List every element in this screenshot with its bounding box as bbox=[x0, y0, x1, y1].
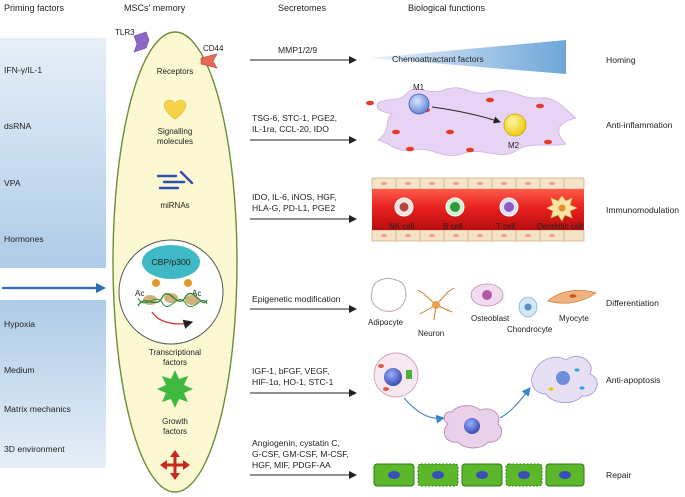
function-anti-inflammation: Anti-inflammation bbox=[606, 120, 673, 130]
header-priming: Priming factors bbox=[4, 3, 65, 13]
endothelial-cells bbox=[395, 178, 565, 241]
priming-factor: dsRNA bbox=[4, 121, 31, 131]
priming-band-bottom bbox=[0, 300, 106, 468]
transcription-arrow-icon bbox=[151, 311, 194, 329]
function-immunomodulation: Immunomodulation bbox=[606, 205, 679, 215]
tlr3-label: TLR3 bbox=[115, 28, 135, 37]
homing-panel: Chemoattractant factors bbox=[370, 40, 566, 74]
adipocyte-label: Adipocyte bbox=[368, 318, 404, 327]
receptors-label: Receptors bbox=[157, 67, 193, 76]
acetyl-label: Ac bbox=[135, 289, 144, 298]
growth-factors-label-2: factors bbox=[163, 427, 187, 436]
secretome-immunomodulation: IDO, IL-6, iNOS, HGF, bbox=[252, 192, 337, 202]
differentiation-panel: Adipocyte Neuron Osteoblast Chondrocyte … bbox=[368, 278, 597, 338]
priming-factor: Hypoxia bbox=[4, 319, 35, 329]
chemoattractant-gradient bbox=[370, 40, 566, 74]
priming-factor: Matrix mechanics bbox=[4, 404, 71, 414]
cd44-receptor-icon bbox=[200, 53, 218, 69]
priming-factor: VPA bbox=[4, 178, 21, 188]
mirnas-label: miRNAs bbox=[160, 201, 189, 210]
signalling-label-2: molecules bbox=[157, 137, 193, 146]
header-memory: MSCs' memory bbox=[124, 3, 186, 13]
transcriptional-label-2: factors bbox=[163, 358, 187, 367]
four-way-arrow-icon bbox=[160, 450, 190, 480]
myocyte-label: Myocyte bbox=[559, 314, 589, 323]
m2-label: M2 bbox=[508, 141, 520, 150]
secretome-homing: MMP1/2/9 bbox=[278, 45, 317, 55]
priming-arrow-head-icon bbox=[96, 283, 106, 293]
priming-factor: 3D environment bbox=[4, 444, 65, 454]
secretome-repair: Angiogenin, cystatin C, bbox=[252, 438, 340, 448]
function-homing: Homing bbox=[606, 55, 636, 65]
secretome-anti-inflammation: TSG-6, STC-1, PGE2, bbox=[252, 113, 337, 123]
neuron-label: Neuron bbox=[418, 329, 444, 338]
secretome-immunomodulation-2: HLA-G, PD-L1, PGE2 bbox=[252, 203, 335, 213]
chemoattractant-label: Chemoattractant factors bbox=[392, 54, 484, 64]
transcriptional-label: Transcriptional bbox=[149, 348, 201, 357]
growth-factors-label: Growth bbox=[162, 417, 188, 426]
secretome-differentiation: Epigenetic modification bbox=[252, 294, 341, 304]
rescue-arrow-icon bbox=[403, 397, 446, 424]
repair-nuclei bbox=[388, 471, 571, 479]
cbp-p300-label: CBP/p300 bbox=[151, 257, 190, 267]
immune-cells bbox=[394, 195, 578, 222]
osteoblast-label: Osteoblast bbox=[471, 314, 510, 323]
secretome-repair-3: HGF, MIF, PDGF-AA bbox=[252, 460, 331, 470]
cbp-p300-complex bbox=[142, 245, 200, 279]
b-cell-label: B cell bbox=[443, 222, 463, 231]
chromatin-icon bbox=[137, 293, 208, 308]
tlr3-receptor-icon bbox=[133, 31, 150, 53]
anti-apoptosis-panel bbox=[373, 352, 598, 449]
repair-panel bbox=[373, 463, 585, 487]
priming-factor: Medium bbox=[4, 365, 35, 375]
header-secretomes: Secretomes bbox=[278, 3, 327, 13]
m2-macrophage bbox=[503, 113, 527, 137]
inflamed-tissue bbox=[376, 87, 577, 156]
priming-column: IFN-γ/IL-1 dsRNA VPA Hormones Hypoxia Me… bbox=[0, 38, 106, 468]
chondrocyte-label: Chondrocyte bbox=[507, 325, 553, 334]
header-functions: Biological functions bbox=[408, 3, 486, 13]
polarization-arrow-icon bbox=[431, 106, 501, 124]
acetyl-group-icon bbox=[184, 279, 192, 287]
acetyl-group-icon bbox=[152, 279, 160, 287]
heart-icon bbox=[164, 99, 186, 120]
function-differentiation: Differentiation bbox=[606, 298, 659, 308]
msc-memory-column: TLR3 CD44 Receptors Signalling molecules… bbox=[112, 28, 238, 493]
growth-factor-star-icon bbox=[157, 370, 193, 408]
dendritic-cell-label: Dendritic cell bbox=[537, 222, 583, 231]
secretomes-column: MMP1/2/9 TSG-6, STC-1, PGE2, IL-1ra, CCL… bbox=[250, 45, 357, 479]
acetyl-label-2: Ac bbox=[192, 289, 201, 298]
m1-macrophage bbox=[408, 93, 430, 115]
rescue-arrow-2-icon bbox=[499, 387, 531, 419]
function-anti-apoptosis: Anti-apoptosis bbox=[606, 375, 660, 385]
adipocyte-cell bbox=[370, 278, 407, 312]
signalling-label: Signalling bbox=[158, 127, 193, 136]
secretome-anti-apoptosis-2: HIF-1α, HO-1, STC-1 bbox=[252, 377, 334, 387]
mirna-icon bbox=[156, 170, 194, 190]
functions-column: Homing Anti-inflammation Immunomodulatio… bbox=[606, 55, 679, 480]
priming-factor: Hormones bbox=[4, 234, 44, 244]
immunomodulation-panel: NK cell B cell T cell Dendritic cell bbox=[371, 177, 585, 242]
priming-band-top bbox=[0, 38, 106, 268]
anti-inflammation-panel: M1 M2 bbox=[366, 83, 577, 156]
m1-label: M1 bbox=[413, 83, 425, 92]
cd44-label: CD44 bbox=[203, 44, 224, 53]
secretome-anti-inflammation-2: IL-1ra, CCL-20, IDO bbox=[252, 124, 329, 134]
secretome-anti-apoptosis: IGF-1, bFGF, VEGF, bbox=[252, 366, 329, 376]
nk-cell-label: NK cell bbox=[389, 222, 415, 231]
secretome-repair-2: G-CSF, GM-CSF, M-CSF, bbox=[252, 449, 349, 459]
endothelial-nuclei bbox=[381, 181, 555, 238]
t-cell-label: T cell bbox=[496, 222, 515, 231]
priming-factor: IFN-γ/IL-1 bbox=[4, 65, 42, 75]
function-repair: Repair bbox=[606, 470, 631, 480]
